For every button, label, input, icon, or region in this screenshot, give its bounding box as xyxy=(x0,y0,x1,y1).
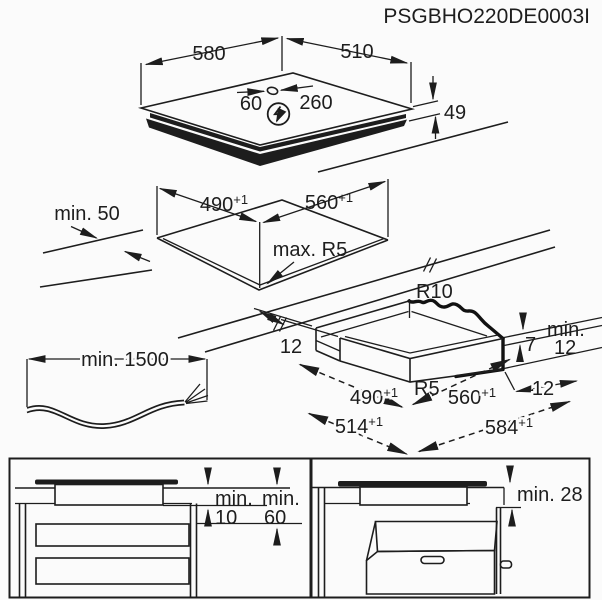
drawer-top-clearance-value: 10 xyxy=(215,507,237,529)
oven-view-frame xyxy=(309,457,591,599)
cutout-width-dim-line xyxy=(158,187,258,223)
edge-width-right-dim: 12 xyxy=(532,378,554,400)
hob-width-dim: 580 xyxy=(192,43,225,65)
hob-body-section xyxy=(54,483,164,506)
cable-end-wires xyxy=(184,383,209,405)
counter-line-upper xyxy=(177,229,551,339)
counter-edge-right xyxy=(317,121,509,173)
power-connection-icon xyxy=(266,102,291,126)
counter-line-lower xyxy=(204,246,556,353)
drawer-bottom-clearance-label: min. xyxy=(262,488,300,510)
cable-curve xyxy=(26,399,185,425)
clearance-drawer-view: min. 10 min. 60 xyxy=(8,457,313,599)
drawer-bottom-clearance-value: 60 xyxy=(264,507,286,529)
counter-edge-left-2 xyxy=(39,269,153,288)
hob-glass-top xyxy=(137,72,416,146)
outer-radius-label: R10 xyxy=(416,281,453,303)
oven-clearance-dim: min. 28 xyxy=(517,484,583,506)
cutout-corner-radius-label: max. R5 xyxy=(273,239,347,261)
hob-glass-section xyxy=(35,479,178,485)
cable-offset-left-dim: 60 xyxy=(240,93,262,115)
step-depth-dim: 7 xyxy=(525,334,536,356)
corner-cutout-width-dim: 490+1 xyxy=(350,385,398,409)
cable-offset-right-dim: 260 xyxy=(299,92,332,114)
oven-front xyxy=(365,549,496,595)
corner-outer-depth-dim: 584+1 xyxy=(485,415,533,439)
hob-body-section xyxy=(359,486,468,506)
torn-edge xyxy=(407,298,505,341)
cutout-depth-dim-line xyxy=(262,180,387,224)
hob-height-dim: 49 xyxy=(444,102,466,124)
front-clearance-dim: min. 50 xyxy=(54,203,120,225)
hob-glass-edge xyxy=(150,113,406,152)
hob-depth-dim-line xyxy=(285,37,409,64)
corner-outer-width-dim: 514+1 xyxy=(335,414,383,438)
drawer-2 xyxy=(35,557,190,585)
hob-isometric-view: 580 510 60 260 49 xyxy=(137,36,466,166)
inner-radius-label: R5 xyxy=(414,378,440,400)
counter-edge-left-1 xyxy=(42,229,144,254)
hob-width-dim-line xyxy=(144,37,280,66)
hob-glass-section xyxy=(338,481,487,487)
cable-length-dim: min. 1500 xyxy=(81,349,169,371)
min-under-label: min. xyxy=(547,319,585,341)
cutout-view: 490+1 560+1 min. 50 max. R5 xyxy=(39,121,509,291)
corner-cutout-depth-dim: 560+1 xyxy=(448,385,496,409)
break-mark-icon xyxy=(272,316,288,332)
drawer-top-clearance-label: min. xyxy=(215,488,253,510)
oven-handle xyxy=(420,555,445,565)
cutout-width-dim: 490+1 xyxy=(200,192,248,216)
cutout-depth-dim: 560+1 xyxy=(305,190,353,214)
cable-outlet-marker xyxy=(266,86,279,96)
model-number: PSGBHO220DE0003I xyxy=(383,5,590,28)
hob-body-band xyxy=(146,118,407,166)
cutout-front-edges xyxy=(156,237,389,291)
min-under-value: 12 xyxy=(554,337,576,359)
oven-top xyxy=(374,520,498,553)
power-cable-view: min. 1500 xyxy=(26,347,209,429)
edge-width-left-dim: 12 xyxy=(280,336,302,358)
hob-depth-dim: 510 xyxy=(340,41,373,63)
corner-detail-view: R10 R5 7 min. 12 12 12 490+1 560+1 514+1… xyxy=(177,229,602,455)
break-mark-icon xyxy=(422,257,438,273)
drawer-1 xyxy=(35,523,190,547)
oven-knob xyxy=(499,560,513,569)
clearance-oven-view: min. 28 xyxy=(309,457,591,599)
